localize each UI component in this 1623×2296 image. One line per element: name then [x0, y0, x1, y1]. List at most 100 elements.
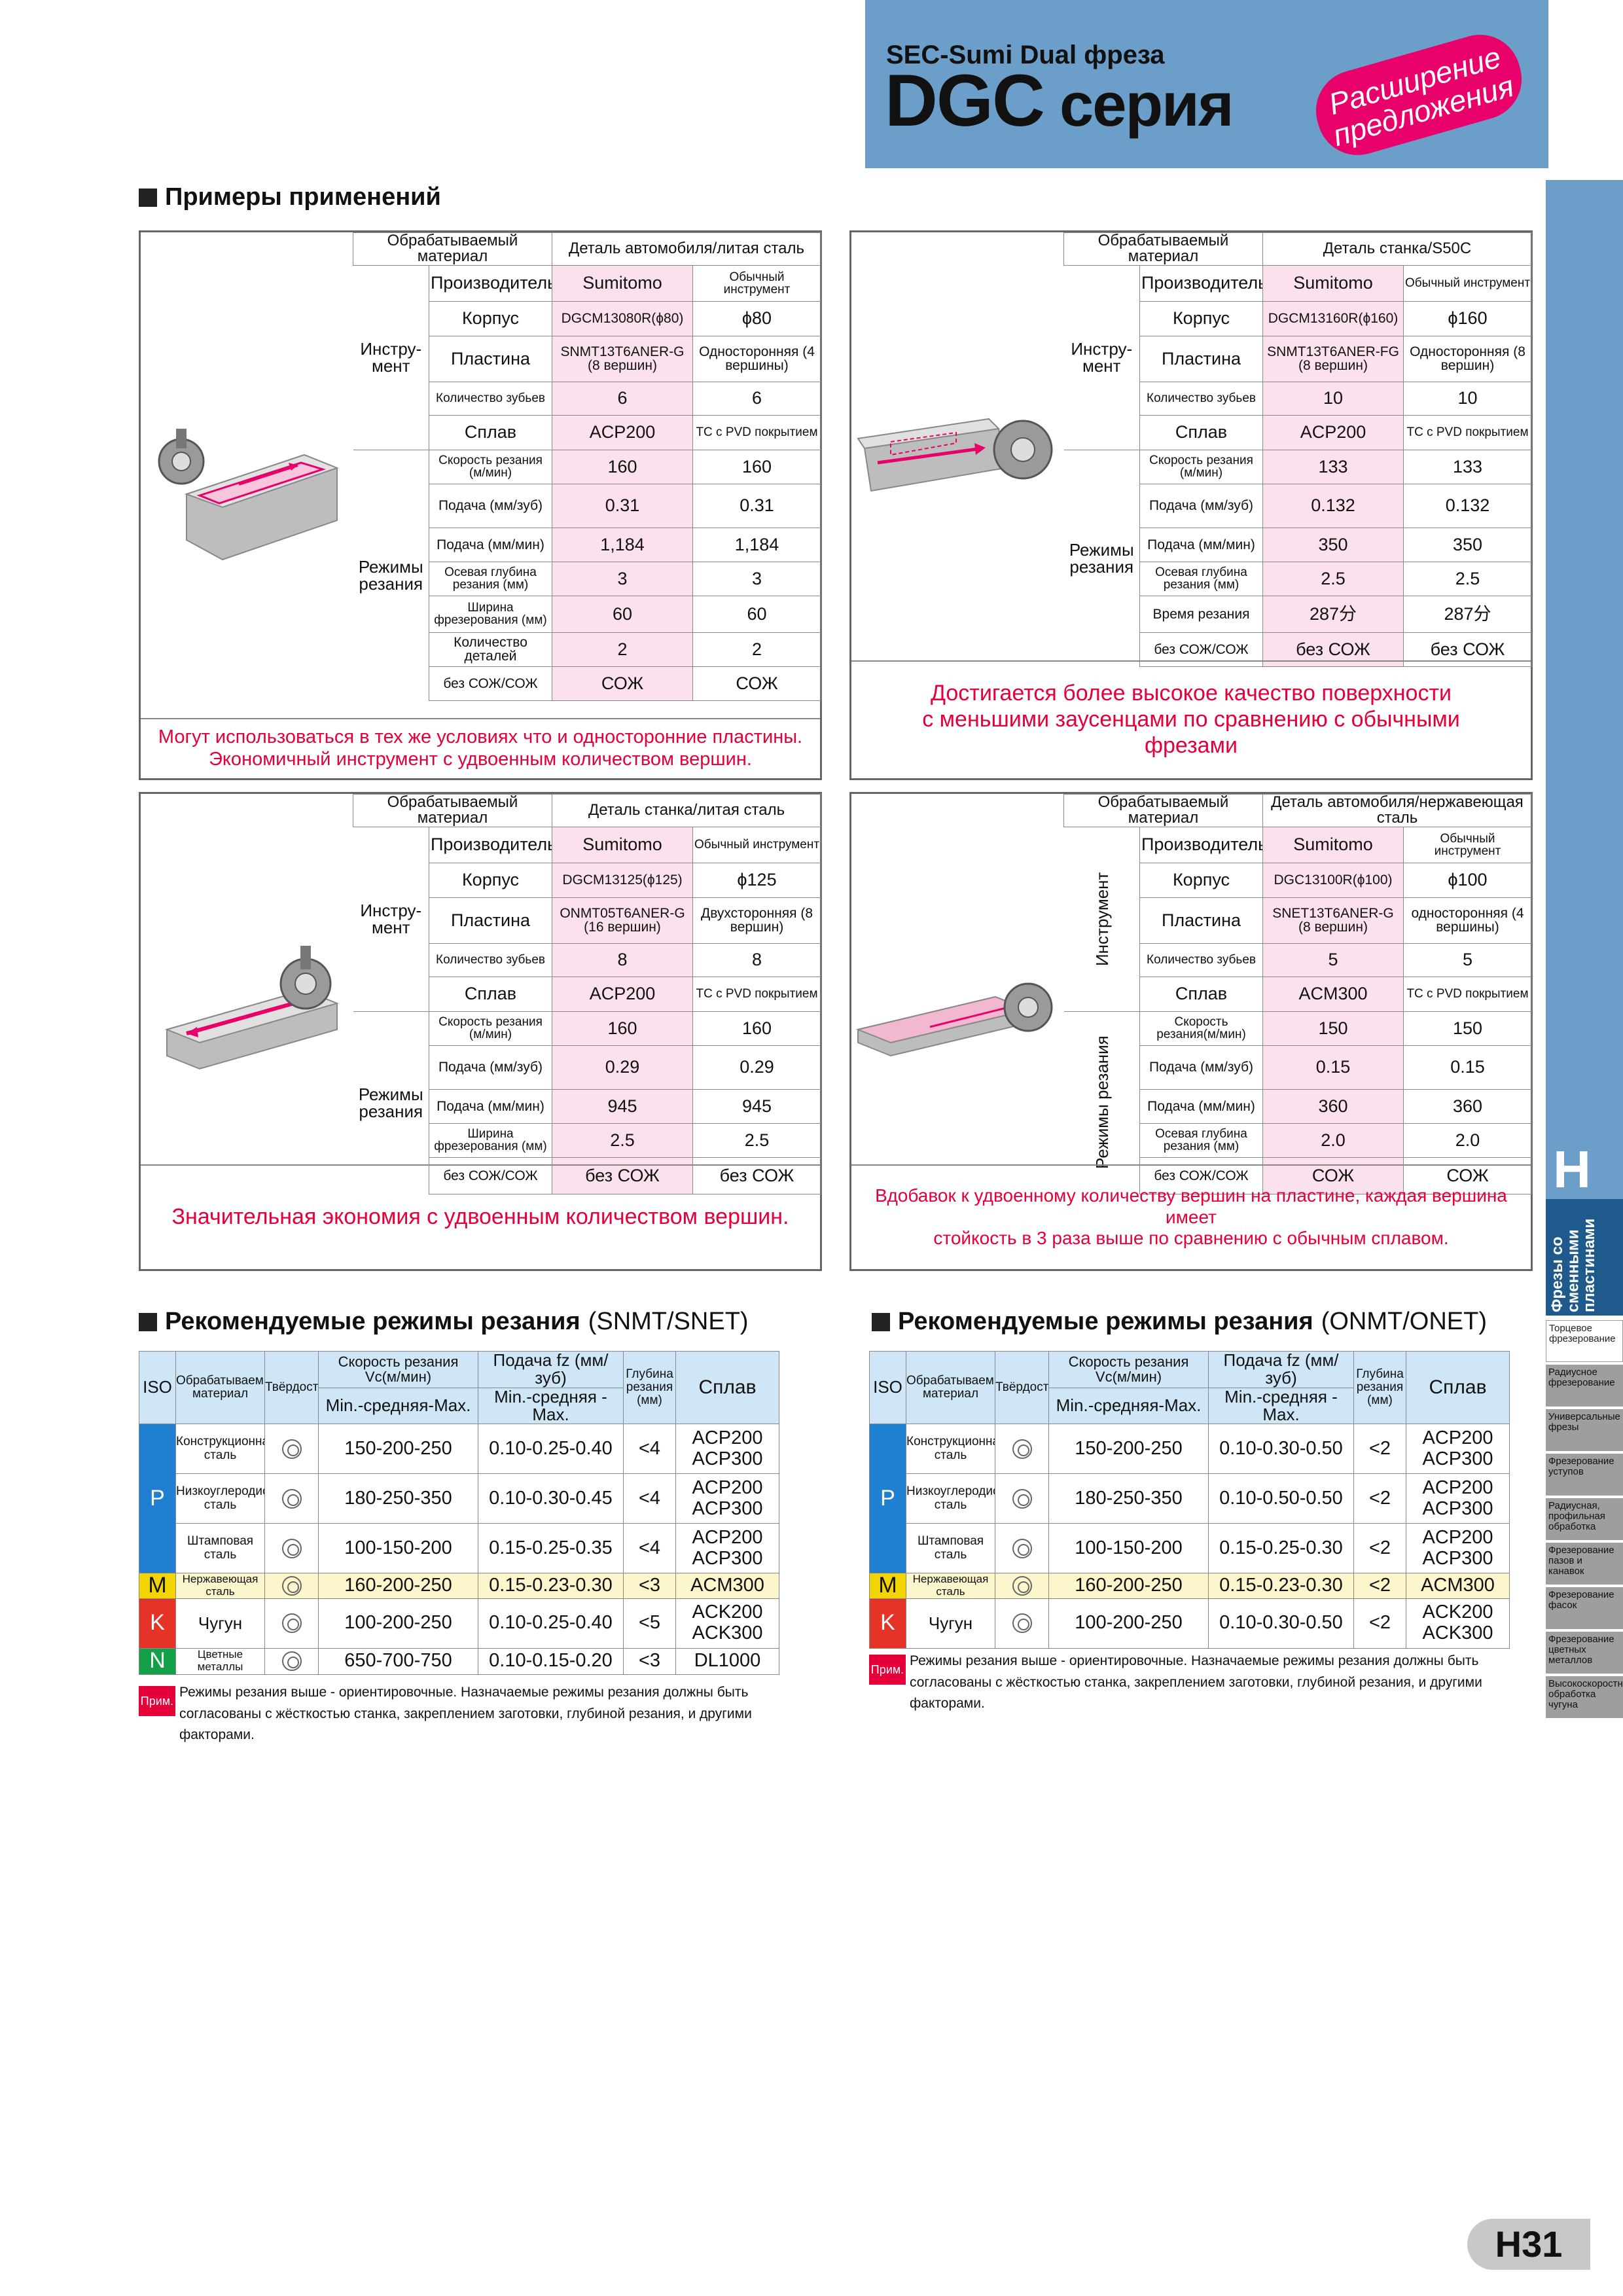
- caption-line: Достигается более высокое качество повер…: [930, 681, 1452, 706]
- conventional-value: 2.5: [692, 1122, 822, 1158]
- sidebar-category-label: Фрезы со сменными пластинами: [1548, 1218, 1598, 1312]
- depth-value: <2: [1353, 1573, 1406, 1599]
- double-circle-icon: [281, 1489, 302, 1509]
- example-caption: Вдобавок к удвоенному количеству вершин …: [851, 1164, 1531, 1269]
- material-value: Деталь станка/S50C: [1262, 232, 1533, 266]
- alloy-grade: ACM300: [1421, 1574, 1495, 1596]
- sumitomo-value: SNMT13T6ANER-G (8 вершин): [552, 335, 693, 382]
- sidebar-item-5[interactable]: Радиусная, профильная обработка: [1546, 1498, 1623, 1540]
- alloy-grade: ACM300: [690, 1574, 764, 1596]
- conventional-value: Обычный инструмент: [692, 826, 822, 863]
- sumitomo-value: ONMT05T6ANER-G (16 вершин): [552, 897, 693, 944]
- double-circle-icon: [1012, 1489, 1032, 1509]
- col-speed: Скорость резания Vc(м/мин): [1048, 1351, 1209, 1388]
- sumitomo-value: 5: [1262, 942, 1404, 977]
- row-label: Корпус: [1139, 300, 1263, 336]
- sumitomo-value: 160: [552, 449, 693, 484]
- double-circle-icon: [1012, 1539, 1032, 1559]
- rec-table-wrap-2: ISOОбрабатываемый материалТвёрдостьСкоро…: [869, 1350, 1517, 1649]
- depth-value: <2: [1353, 1424, 1406, 1475]
- conventional-value: TC с PVD покрытием: [1403, 976, 1532, 1012]
- row-label: Сплав: [429, 976, 552, 1012]
- depth-value: <3: [623, 1647, 676, 1675]
- conventional-value: 0.31: [692, 483, 821, 528]
- col-depth: Глубина резания (мм): [623, 1350, 676, 1425]
- iso-group-K: K: [139, 1598, 176, 1649]
- conventional-value: TC с PVD покрытием: [1402, 414, 1533, 450]
- sumitomo-value: ACP200: [552, 976, 693, 1012]
- hardness-mark: [995, 1598, 1049, 1649]
- material-name: Нержавеющая сталь: [906, 1573, 995, 1599]
- double-circle-icon: [1012, 1613, 1032, 1634]
- material-value: Деталь автомобиля/литая сталь: [552, 232, 821, 266]
- sidebar-item-4[interactable]: Фрезерование уступов: [1546, 1454, 1623, 1496]
- sidebar-item-8[interactable]: Фрезерование цветных металлов: [1546, 1632, 1623, 1674]
- col-speed-sub: Min.-средняя-Max.: [318, 1387, 478, 1425]
- conventional-value: ϕ100: [1403, 862, 1532, 898]
- example-caption: Достигается более высокое качество повер…: [851, 660, 1531, 778]
- conventional-value: 350: [1402, 527, 1533, 562]
- iso-group-P: P: [139, 1424, 176, 1574]
- material-name: Штамповая сталь: [175, 1523, 265, 1574]
- col-iso: ISO: [869, 1350, 906, 1425]
- sidebar-item-2[interactable]: Радиусное фрезерование: [1546, 1365, 1623, 1407]
- feed-value: 0.10-0.30-0.45: [478, 1473, 624, 1524]
- sumitomo-value: 2: [552, 632, 693, 667]
- sidebar-item-6[interactable]: Фрезерование пазов и канавок: [1546, 1543, 1623, 1585]
- sidebar-item-7[interactable]: Фрезерование фасок: [1546, 1587, 1623, 1629]
- header-title-main: DGC: [885, 60, 1045, 141]
- alloy-grade: DL1000: [694, 1650, 761, 1672]
- depth-value: <5: [623, 1598, 676, 1649]
- conventional-value: 8: [692, 942, 822, 977]
- sidebar-item-3[interactable]: Универсальные фрезы: [1546, 1409, 1623, 1451]
- conventional-value: ϕ80: [692, 300, 821, 336]
- col-material: Обрабатываемый материал: [906, 1350, 995, 1425]
- iso-group-M: M: [139, 1573, 176, 1599]
- conventional-value: Обычный инструмент: [692, 264, 821, 302]
- col-iso: ISO: [139, 1350, 176, 1425]
- tool-group-label: Инстру-мент: [353, 264, 429, 450]
- rec-title-suffix: (ONMT/ONET): [1321, 1308, 1487, 1335]
- hardness-mark: [264, 1647, 319, 1675]
- material-label: Обрабатываемый материал: [1063, 794, 1263, 827]
- conventional-value: 2.0: [1403, 1122, 1532, 1158]
- col-depth: Глубина резания (мм): [1353, 1350, 1406, 1425]
- alloy-grade: ACP300: [692, 1498, 763, 1519]
- double-circle-icon: [281, 1613, 302, 1634]
- sidebar-item-1[interactable]: Торцевое фрезерование: [1546, 1320, 1623, 1362]
- caption-line: Значительная экономия с удвоенным количе…: [171, 1204, 789, 1230]
- cond-label: Подача (мм/зуб): [1139, 1045, 1263, 1090]
- conventional-value: без СОЖ: [692, 1157, 822, 1194]
- row-label: Количество зубьев: [429, 381, 552, 416]
- caption-line: фрезами: [1145, 732, 1238, 758]
- section-title-rec-2: Рекомендуемые режимы резания(ONMT/ONET): [872, 1308, 1487, 1336]
- alloy-grade: ACK200: [1422, 1602, 1493, 1623]
- rec-title-suffix: (SNMT/SNET): [588, 1308, 749, 1335]
- bullet-square-icon: [139, 1312, 157, 1331]
- depth-value: <2: [1353, 1523, 1406, 1574]
- feed-value: 0.10-0.25-0.40: [478, 1598, 624, 1649]
- sidebar-band: [1546, 180, 1623, 1316]
- material-name: Цветные металлы: [175, 1647, 265, 1675]
- conventional-value: Двухсторонняя (8 вершин): [692, 897, 822, 944]
- feed-value: 0.15-0.25-0.30: [1208, 1523, 1354, 1574]
- material-label: Обрабатываемый материал: [353, 232, 552, 266]
- feed-value: 0.15-0.23-0.30: [478, 1573, 624, 1599]
- row-label: Корпус: [1139, 862, 1263, 898]
- sumitomo-value: 160: [552, 1011, 693, 1046]
- material-name: Нержавеющая сталь: [175, 1573, 265, 1599]
- speed-value: 100-200-250: [318, 1598, 478, 1649]
- material-name: Конструкционная сталь: [175, 1424, 265, 1475]
- sidebar-item-9[interactable]: Высокоскоростная обработка чугуна: [1546, 1676, 1623, 1718]
- sidebar-category[interactable]: Фрезы со сменными пластинами: [1546, 1199, 1623, 1316]
- hardness-mark: [264, 1523, 319, 1574]
- conventional-value: TC с PVD покрытием: [692, 414, 821, 450]
- row-label: Сплав: [1139, 976, 1263, 1012]
- conventional-value: ϕ125: [692, 862, 822, 898]
- speed-value: 180-250-350: [318, 1473, 478, 1524]
